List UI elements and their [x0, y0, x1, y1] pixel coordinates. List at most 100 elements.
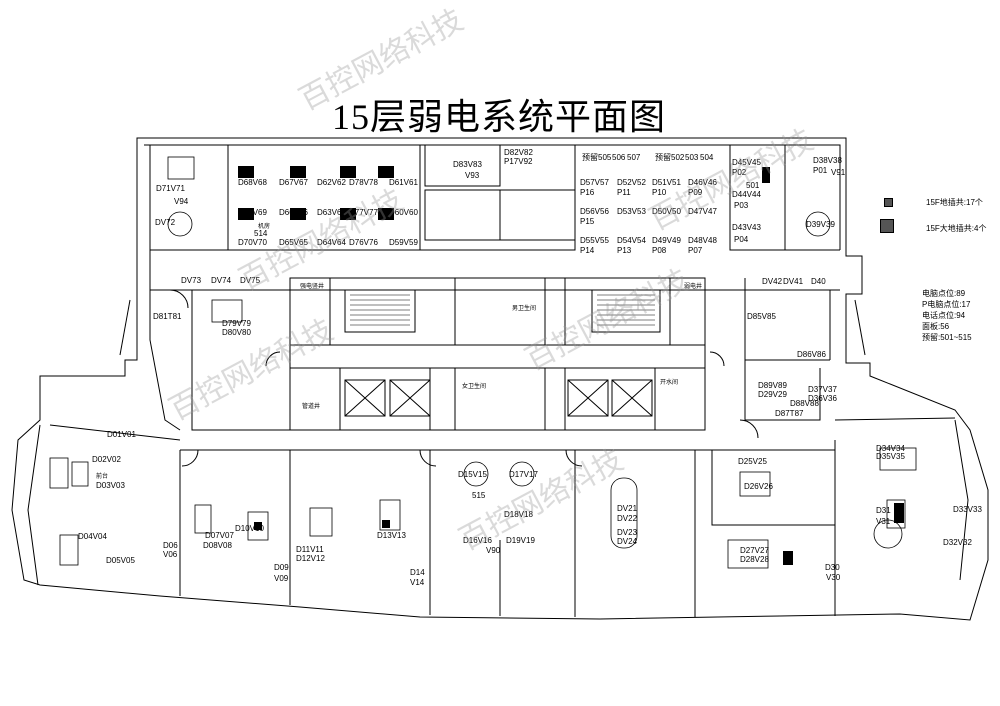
point-label: D27V27 — [740, 546, 769, 555]
point-label: D76V76 — [349, 238, 378, 247]
point-label: V14 — [410, 578, 425, 587]
point-label: DV41 — [783, 277, 804, 286]
point-label: P01 — [813, 166, 828, 175]
point-label: DV72 — [155, 218, 176, 227]
point-label: D01V01 — [107, 430, 136, 439]
point-label: D70V70 — [238, 238, 267, 247]
point-label: D61V61 — [389, 178, 418, 187]
point-label: D13V13 — [377, 531, 406, 540]
point-label: D80V80 — [222, 328, 251, 337]
point-label: 504 — [700, 153, 714, 162]
point-label: P13 — [617, 246, 632, 255]
point-label: DV75 — [240, 276, 261, 285]
point-label: D69V69 — [238, 208, 267, 217]
point-label: D57V57 — [580, 178, 609, 187]
point-label: D31 — [876, 506, 891, 515]
point-label: D64V64 — [317, 238, 346, 247]
point-label: DV22 — [617, 514, 638, 523]
point-label: P04 — [734, 235, 749, 244]
point-label: D89V89 — [758, 381, 787, 390]
point-label: DV24 — [617, 537, 638, 546]
point-label: D45V45 — [732, 158, 761, 167]
point-label: D35V35 — [876, 452, 905, 461]
point-label: D44V44 — [732, 190, 761, 199]
point-label: P10 — [652, 188, 667, 197]
point-label: D78V78 — [349, 178, 378, 187]
point-label: D26V26 — [744, 482, 773, 491]
point-label: D79V79 — [222, 319, 251, 328]
point-label: D36V36 — [808, 394, 837, 403]
point-label: D87T87 — [775, 409, 804, 418]
point-label: D43V43 — [732, 223, 761, 232]
floor-box-legend-icon — [884, 198, 893, 207]
room-equip: 机房 — [258, 224, 271, 230]
point-label: D06 — [163, 541, 178, 550]
point-label: DV74 — [211, 276, 232, 285]
point-label: DV42 — [762, 277, 783, 286]
point-label: V90 — [486, 546, 501, 555]
point-label: D53V53 — [617, 207, 646, 216]
point-label: D66V66 — [279, 208, 308, 217]
point-label: D52V52 — [617, 178, 646, 187]
room-power-well: 强电竖井 — [300, 284, 325, 290]
point-label: P02 — [732, 168, 747, 177]
point-label: D10V10 — [235, 524, 264, 533]
point-label: D08V08 — [203, 541, 232, 550]
point-label: V91 — [831, 168, 846, 177]
point-label: D11V11 — [296, 545, 324, 554]
point-label: D86V86 — [797, 350, 826, 359]
room-pipe-well: 管道井 — [302, 404, 321, 410]
point-label: D07V07 — [205, 531, 234, 540]
point-label: D85V85 — [747, 312, 776, 321]
point-label: 501 — [746, 181, 760, 190]
point-label: D32V32 — [943, 538, 972, 547]
point-label: D16V16 — [463, 536, 492, 545]
point-label: P16 — [580, 188, 595, 197]
point-label: D48V48 — [688, 236, 717, 245]
point-label: D04V04 — [78, 532, 107, 541]
point-label: D40 — [811, 277, 826, 286]
point-label: D81T81 — [153, 312, 182, 321]
point-label: 514 — [254, 229, 268, 238]
point-label: D09 — [274, 563, 289, 572]
point-label: P17V92 — [504, 157, 533, 166]
point-label: D50V50 — [652, 207, 681, 216]
point-label: V31 — [876, 517, 891, 526]
point-label: D82V82 — [504, 148, 533, 157]
point-label: D25V25 — [738, 457, 767, 466]
point-label: D67V67 — [279, 178, 308, 187]
point-label: D02V02 — [92, 455, 121, 464]
point-label: 预留505 — [582, 153, 612, 162]
point-label: D29V29 — [758, 390, 787, 399]
drawing-title: 15层弱电系统平面图 — [332, 97, 667, 137]
stat-data-points: 电脑点位:89 — [922, 289, 966, 298]
point-label: D34V34 — [876, 444, 905, 453]
point-label: V09 — [274, 574, 289, 583]
point-label: 515 — [472, 491, 486, 500]
point-label: D56V56 — [580, 207, 609, 216]
point-label: D05V05 — [106, 556, 135, 565]
room-female-wc: 女卫生间 — [462, 384, 487, 390]
big-floor-box-legend-icon — [880, 219, 894, 233]
point-label: D63V63 — [317, 208, 346, 217]
point-label: P14 — [580, 246, 595, 255]
point-label: 507 — [627, 153, 641, 162]
point-label: D65V65 — [279, 238, 308, 247]
point-label: D62V62 — [317, 178, 346, 187]
point-label: D49V49 — [652, 236, 681, 245]
stat-phone-points: 电话点位:94 — [922, 311, 966, 320]
point-statistics: 电脑点位:89 P电脑点位:17 电话点位:94 面板:56 预留:501~51… — [922, 288, 972, 343]
point-label: V94 — [174, 197, 189, 206]
point-label: DV23 — [617, 528, 638, 537]
point-label: P07 — [688, 246, 703, 255]
point-label: D17V17 — [509, 470, 538, 479]
point-label: DV73 — [181, 276, 202, 285]
point-label: D51V51 — [652, 178, 681, 187]
point-label: D18V18 — [504, 510, 533, 519]
point-label: D28V28 — [740, 555, 769, 564]
point-label: D14 — [410, 568, 425, 577]
point-label: D12V12 — [296, 554, 325, 563]
point-label: D55V55 — [580, 236, 609, 245]
point-label: D60V60 — [389, 208, 418, 217]
